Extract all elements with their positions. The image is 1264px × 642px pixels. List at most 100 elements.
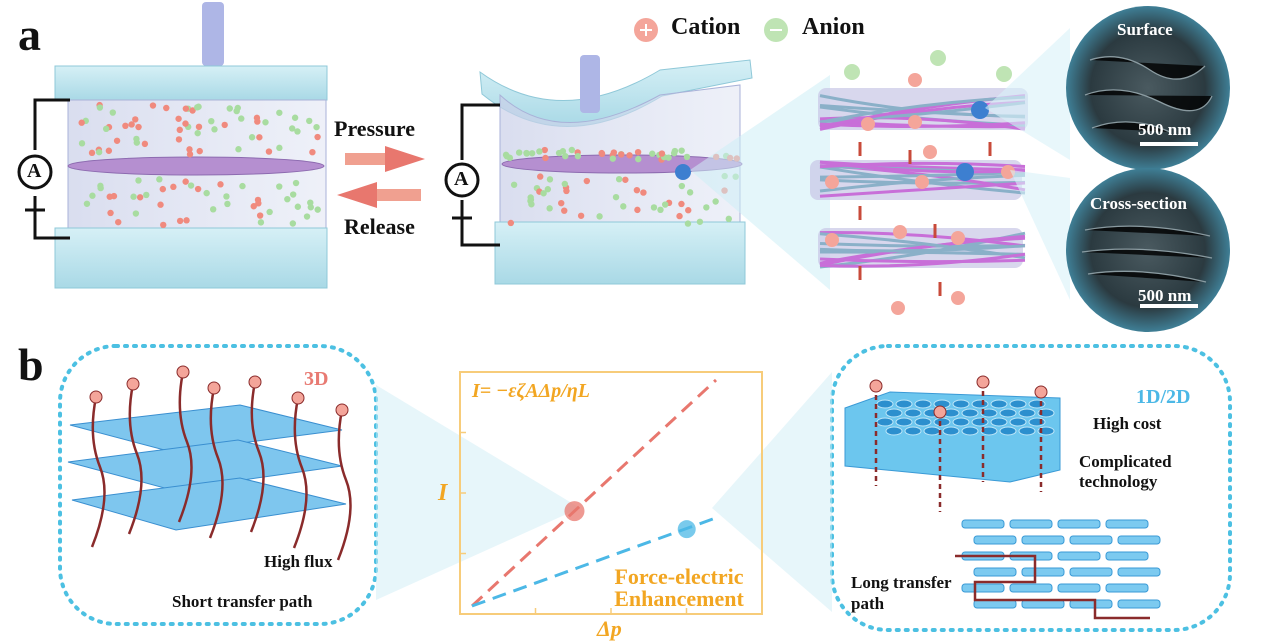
honeycomb-cell (980, 408, 998, 418)
ion-dot (238, 115, 245, 122)
circuit-wire-pressed (460, 103, 500, 247)
ion-dot (78, 140, 86, 147)
ion-dot (224, 200, 231, 208)
sem-cone-top (985, 28, 1070, 160)
ion-dot (256, 212, 264, 219)
ion-dot (128, 121, 135, 128)
ion-dot (540, 190, 547, 197)
bottom-plate-pressed (494, 221, 746, 285)
ion-dot (615, 175, 623, 183)
ion-dot (194, 185, 202, 193)
ion-dot (102, 125, 110, 133)
ion-dot (226, 105, 233, 112)
1d-ion-flow (869, 375, 1048, 512)
lamellar-sheet (1105, 519, 1149, 529)
ion-dot (665, 154, 672, 161)
fiber (819, 160, 1026, 174)
ion-dot (265, 148, 273, 155)
ion-dot (239, 182, 246, 190)
ammeter-label: A (27, 160, 42, 182)
ion-dot (136, 194, 144, 201)
3d-ion-flow (89, 365, 352, 561)
ion-dot (156, 176, 163, 183)
release-label: Release (344, 214, 415, 239)
lamellar-sheet (961, 519, 1005, 529)
fiber (819, 121, 1026, 128)
ion-dot (88, 149, 96, 157)
ion-path (292, 397, 308, 549)
ion-dot (657, 206, 664, 214)
fiber (819, 257, 1026, 264)
honeycomb-cell (885, 426, 903, 436)
ion-dot (235, 146, 242, 153)
ammeter-icon (17, 154, 53, 190)
ion-dot (89, 192, 96, 199)
ion-dot (661, 201, 669, 208)
piston-pressed (580, 55, 600, 113)
chart-ylabel: I (438, 480, 448, 506)
anion-dot (996, 66, 1012, 82)
ion-dot (183, 217, 190, 224)
lamellar-sheet (1117, 535, 1161, 545)
honeycomb-cell (999, 408, 1017, 418)
ion-dot (622, 176, 629, 183)
ion-dot (284, 195, 291, 203)
ion-dot (558, 199, 565, 207)
ion-dot (313, 123, 320, 131)
fiber (819, 160, 1026, 172)
ion-dot (160, 221, 167, 229)
honeycomb-cell (990, 417, 1008, 427)
honeycomb-cell (876, 399, 894, 409)
honeycomb-cell (1009, 417, 1027, 427)
cation-dot (1034, 385, 1048, 399)
ion-dot (561, 207, 568, 214)
ion-dot (195, 123, 203, 131)
pressure-label: Pressure (334, 116, 416, 141)
lamellar-sheet (961, 583, 1005, 593)
ion-dot (633, 186, 641, 194)
ion-dot (574, 152, 582, 160)
cation-dot (893, 225, 907, 239)
ion-dot (563, 187, 570, 195)
ion-dot (157, 201, 164, 208)
ion-dot (254, 118, 261, 125)
ion-dot (113, 137, 121, 144)
ion-dot (685, 207, 692, 214)
chart-annotation: Force-electric Enhancement (614, 564, 744, 611)
ion-dot (568, 146, 576, 154)
ion-dot (555, 149, 563, 157)
honeycomb-cell (876, 417, 894, 427)
cation-dot (951, 231, 965, 245)
cation-dot (891, 301, 905, 315)
1d-2d-structure-box (830, 344, 1232, 632)
ion-dot (536, 148, 543, 155)
device-pressed (444, 55, 753, 285)
honeycomb-cell (961, 408, 979, 418)
cation-dot (1001, 165, 1015, 179)
highlight-pore (675, 164, 691, 180)
ion-dot (176, 217, 184, 225)
ion-dot (528, 201, 535, 208)
ion-dot (135, 177, 142, 184)
honeycomb-cell (904, 408, 922, 418)
ion-dot (255, 200, 262, 207)
long-transfer-path (955, 554, 1150, 620)
ion-dot (696, 218, 704, 225)
ion-dot (182, 120, 189, 127)
ion-dot (221, 121, 228, 129)
ion-dot (291, 114, 299, 121)
ion-dot (109, 109, 116, 116)
lamellar-sheet (1117, 599, 1161, 609)
cation-dot (861, 117, 875, 131)
bottom-plate (54, 227, 328, 289)
ion-dot (612, 193, 620, 201)
ion-dot (309, 148, 316, 156)
ion-dot (133, 139, 141, 146)
ion-dot (170, 183, 177, 191)
ion-path (127, 383, 143, 535)
fiber (819, 244, 1026, 253)
fiber (819, 232, 1026, 260)
cation-dot (933, 405, 947, 419)
ion-dot (276, 144, 283, 152)
lamellar-sheet (1057, 551, 1101, 561)
